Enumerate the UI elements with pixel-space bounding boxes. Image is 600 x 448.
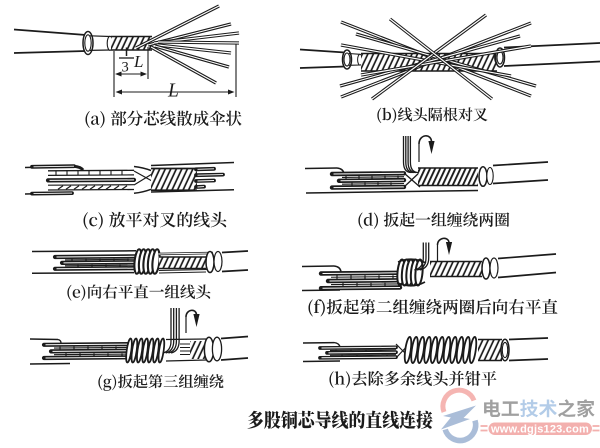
svg-text:L: L bbox=[167, 81, 179, 102]
svg-text:3: 3 bbox=[122, 60, 129, 76]
svg-text:www.dgjs123.com: www.dgjs123.com bbox=[490, 424, 589, 436]
svg-text:L: L bbox=[133, 52, 143, 71]
